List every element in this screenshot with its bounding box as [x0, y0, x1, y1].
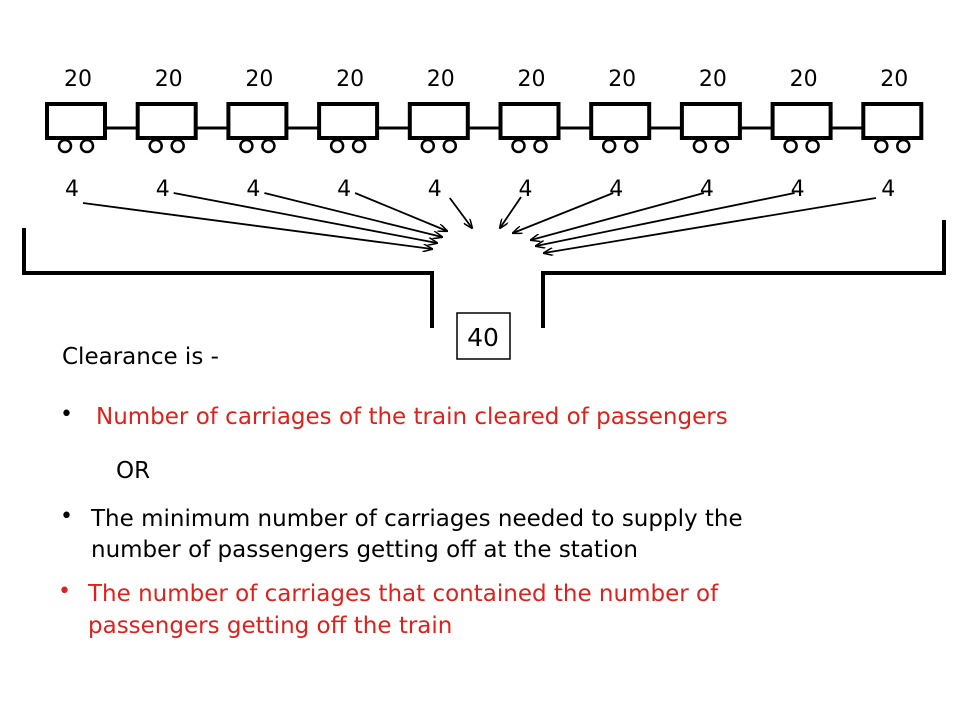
carriage-wheel [170, 138, 185, 154]
carriage-capacity-label: 20 [427, 67, 455, 92]
carriage-capacity-label: 20 [790, 67, 818, 92]
carriage-body [226, 102, 289, 140]
carriage-body [45, 102, 107, 140]
carriage-wheel [692, 138, 708, 154]
carriage-wheel [329, 138, 345, 154]
passenger-flow-arrow [264, 192, 442, 237]
alighting-passengers-label: 4 [337, 177, 351, 202]
carriage-body [135, 102, 198, 140]
carriage-capacity-label: 20 [155, 67, 183, 92]
alighting-passengers-label: 4 [881, 177, 895, 202]
carriage [135, 102, 198, 154]
carriage-wheel [511, 138, 526, 154]
carriage-wheel [896, 138, 911, 154]
station-platform [22, 220, 946, 328]
carriage-wheel [623, 138, 639, 154]
alighting-passengers-label: 4 [246, 177, 260, 202]
carriage-capacity-label: 20 [64, 67, 92, 92]
alighting-passengers-label: 4 [609, 177, 623, 202]
passenger-flow-arrows [82, 192, 877, 253]
carriage-wheel [783, 138, 798, 154]
carriage-wheel [351, 138, 367, 154]
carriage [589, 102, 652, 154]
alighting-passengers-label: 4 [428, 177, 442, 202]
platform-left-outline [22, 228, 434, 328]
carriage-wheel [261, 138, 276, 154]
alighting-passengers-label: 4 [156, 177, 170, 202]
passenger-flow-arrow [354, 192, 447, 231]
passenger-flow-arrow [536, 192, 795, 246]
carriage-capacity-label: 20 [336, 67, 364, 92]
carriage [226, 102, 289, 154]
carriage [317, 102, 380, 154]
alighting-passengers-label: 4 [519, 177, 533, 202]
carriage [498, 102, 561, 154]
carriage-capacity-label: 20 [880, 67, 908, 92]
total-box-frame [456, 312, 511, 360]
carriage-wheel [79, 138, 95, 154]
passenger-flow-arrow [82, 202, 432, 249]
carriage-body [770, 102, 833, 140]
carriage-wheel [442, 138, 458, 154]
carriage-wheel [805, 138, 820, 154]
carriage [679, 102, 742, 154]
carriage-wheel [239, 138, 254, 154]
total-label: 40 [467, 323, 499, 352]
carriage-wheel [714, 138, 730, 154]
platform-right-outline [541, 220, 946, 328]
carriage-capacity-label: 20 [608, 67, 636, 92]
carriage-body [679, 102, 742, 140]
passenger-flow-arrow [544, 197, 877, 253]
carriage [407, 102, 470, 154]
carriage-wheel [533, 138, 548, 154]
alighting-passengers-label: 4 [700, 177, 714, 202]
carriage-capacity-label: 20 [518, 67, 546, 92]
carriage-body [498, 102, 561, 140]
carriage-capacity-label: 20 [245, 67, 273, 92]
carriage-body [589, 102, 652, 140]
carriage [770, 102, 833, 154]
total-box: 40 [456, 312, 511, 360]
passenger-flow-arrow [449, 197, 472, 228]
carriage-body [407, 102, 470, 140]
carriage-wheel [874, 138, 889, 154]
carriage [45, 102, 107, 154]
passenger-flow-arrow [513, 192, 614, 233]
carriage-capacity-label: 20 [699, 67, 727, 92]
passenger-flow-arrow [500, 196, 522, 228]
alighting-passengers-label: 4 [791, 177, 805, 202]
passenger-flow-arrow [173, 192, 437, 243]
carriage-wheel [601, 138, 617, 154]
carriage [861, 102, 924, 154]
carriage-wheel [148, 138, 163, 154]
passenger-flow-arrow [531, 192, 705, 240]
carriage-body [861, 102, 924, 140]
train: 20 4 20 4 20 4 20 4 20 4 20 4 20 4 20 4 20 4 20 4 [45, 67, 924, 202]
carriage-wheel [420, 138, 436, 154]
alighting-passengers-label: 4 [65, 177, 79, 202]
carriage-body [317, 102, 380, 140]
carriage-wheel [57, 138, 73, 154]
